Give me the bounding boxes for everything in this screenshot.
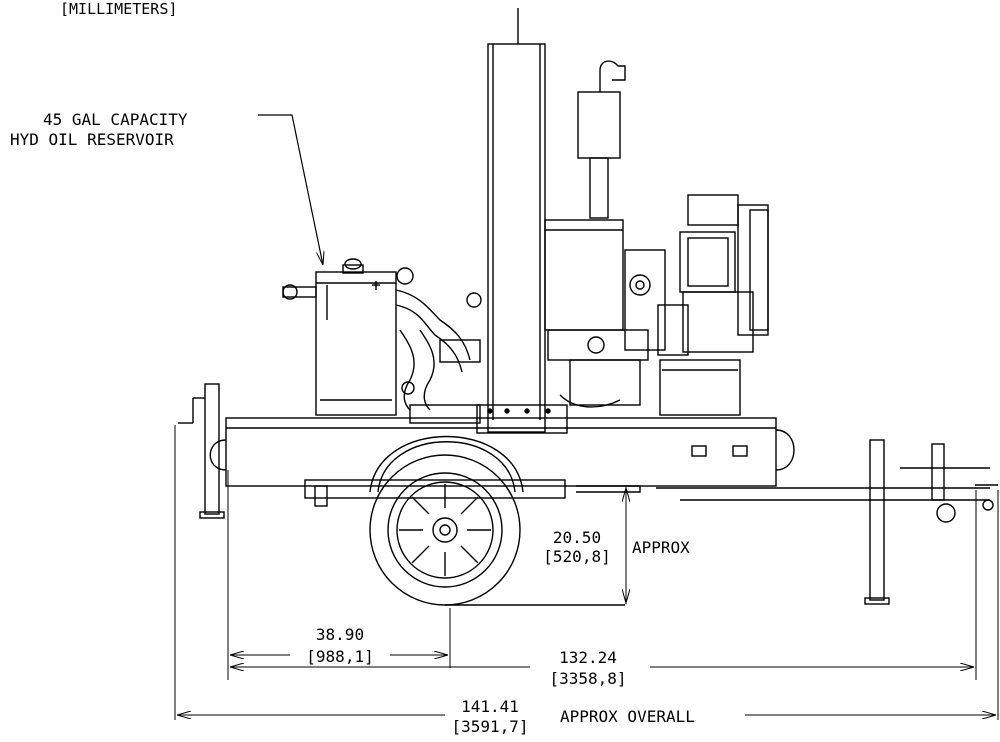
overall-length-metric: [3591,7] xyxy=(451,717,528,736)
reservoir-callout-line2: HYD OIL RESERVOIR xyxy=(10,130,174,149)
reservoir-callout: 45 GAL CAPACITY HYD OIL RESERVOIR xyxy=(10,110,323,265)
radiator-package xyxy=(659,194,769,416)
hydraulic-oil-reservoir xyxy=(282,258,397,416)
units-note: [MILLIMETERS] xyxy=(60,0,177,18)
clearance-imperial: 20.50 xyxy=(553,528,601,547)
lift-column xyxy=(476,8,568,434)
axle-to-rear-imperial: 38.90 xyxy=(316,625,364,644)
engine-block xyxy=(544,219,689,408)
dimension-annotations xyxy=(174,425,999,720)
exhaust-muffler xyxy=(577,60,626,219)
machine-assembly xyxy=(178,8,998,606)
overall-length-note: APPROX OVERALL xyxy=(560,707,695,726)
frame-length-metric: [3358,8] xyxy=(549,669,626,688)
axle-to-rear-metric: [988,1] xyxy=(306,647,373,666)
pump-plumbing xyxy=(395,267,482,424)
clearance-metric: [520,8] xyxy=(543,547,610,566)
frame-length-imperial: 132.24 xyxy=(559,648,617,667)
overall-length-imperial: 141.41 xyxy=(461,697,519,716)
reservoir-callout-line1: 45 GAL CAPACITY xyxy=(43,110,188,129)
clearance-note: APPROX xyxy=(632,538,690,557)
wheel-assembly xyxy=(369,435,625,606)
trailer-frame xyxy=(209,417,795,507)
reservoir-leader-line xyxy=(258,114,323,265)
tow-hitch xyxy=(656,439,998,605)
rear-jack-stand xyxy=(178,383,225,519)
